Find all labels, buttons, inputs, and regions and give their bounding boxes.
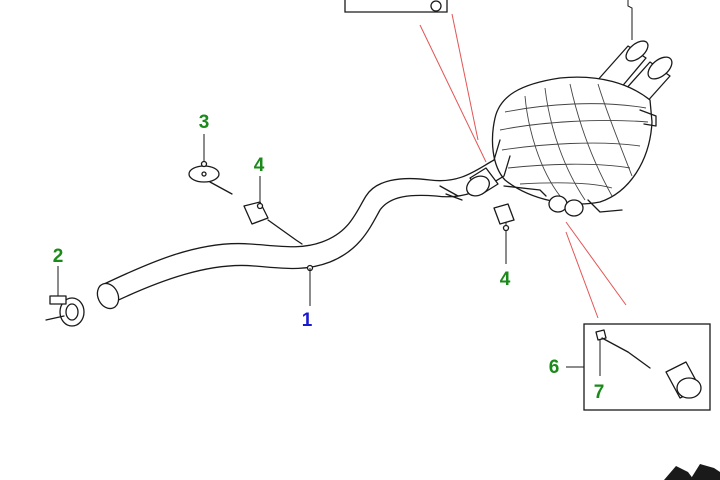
callout-3: 3 bbox=[199, 112, 210, 133]
pipe-lower-edge bbox=[109, 155, 511, 305]
reference-lines bbox=[419, 13, 627, 319]
muffler-rib bbox=[504, 103, 647, 113]
pipe-insulators bbox=[439, 167, 584, 217]
tail-pipe-tip bbox=[625, 40, 649, 62]
clamp-bolt-shaft bbox=[45, 315, 65, 321]
muffler-rib bbox=[569, 83, 613, 197]
leader-line bbox=[627, 0, 633, 40]
leader-dot bbox=[502, 224, 510, 232]
callout-labels: 1 2 3 4 4 6 7 bbox=[53, 112, 605, 403]
insulator-right bbox=[493, 203, 515, 264]
muffler-rib bbox=[524, 95, 561, 197]
clip-part bbox=[430, 0, 442, 12]
clamp-bolt bbox=[49, 295, 67, 305]
partial-part bbox=[690, 464, 720, 480]
callout-7: 7 bbox=[594, 382, 605, 403]
hanger-rubber-end bbox=[466, 175, 490, 197]
bracket-bolt bbox=[209, 181, 233, 195]
reference-line bbox=[419, 24, 487, 163]
hanger-rod bbox=[439, 185, 463, 201]
bolt-shaft bbox=[601, 337, 629, 353]
muffler-rib bbox=[519, 182, 613, 189]
rear-muffler bbox=[491, 76, 657, 213]
pipe-inlet bbox=[96, 282, 120, 310]
reference-line bbox=[451, 13, 479, 141]
muffler-rib bbox=[501, 142, 641, 151]
bolt-extension bbox=[627, 351, 651, 369]
muffler-rib bbox=[597, 83, 633, 177]
hanger-rubber-end bbox=[676, 377, 702, 399]
callout-4-left: 4 bbox=[254, 155, 265, 176]
reference-line bbox=[565, 231, 599, 319]
bracket-hole bbox=[201, 171, 207, 177]
main-exhaust-pipe bbox=[96, 139, 547, 310]
leader-dot bbox=[200, 160, 208, 168]
hanger-rubber bbox=[548, 195, 568, 213]
partial-part bbox=[664, 466, 694, 480]
partial-parts bbox=[664, 464, 720, 480]
muffler-rib bbox=[544, 87, 586, 201]
muffler-bracket bbox=[639, 109, 657, 127]
callout-2: 2 bbox=[53, 246, 64, 267]
callout-6: 6 bbox=[549, 357, 560, 378]
callout-4-right: 4 bbox=[500, 269, 511, 290]
muffler-bracket bbox=[587, 199, 623, 213]
clamp-ring bbox=[59, 297, 85, 327]
insulator-left bbox=[243, 176, 303, 245]
muffler-rib bbox=[507, 163, 631, 169]
insulator-rod bbox=[267, 219, 303, 245]
detail-inset bbox=[566, 323, 711, 411]
tail-pipe-tip bbox=[647, 56, 673, 80]
inset-frame bbox=[344, 0, 448, 13]
leader-dot bbox=[256, 202, 264, 210]
pipe-upper-edge bbox=[99, 139, 501, 287]
muffler-body bbox=[491, 76, 653, 205]
insulator-block bbox=[243, 201, 269, 225]
reference-line bbox=[565, 221, 627, 306]
hanger-rubber bbox=[564, 199, 584, 217]
bolt-head bbox=[595, 329, 607, 341]
insulator-block bbox=[493, 203, 515, 225]
pipe-clamp bbox=[45, 266, 85, 327]
clamp-ring-inner bbox=[65, 303, 79, 321]
callout-1: 1 bbox=[302, 310, 313, 331]
top-inset-box bbox=[344, 0, 633, 40]
pipe-joint bbox=[503, 185, 547, 197]
hanger-bracket bbox=[188, 134, 233, 195]
muffler-rib bbox=[499, 120, 649, 131]
